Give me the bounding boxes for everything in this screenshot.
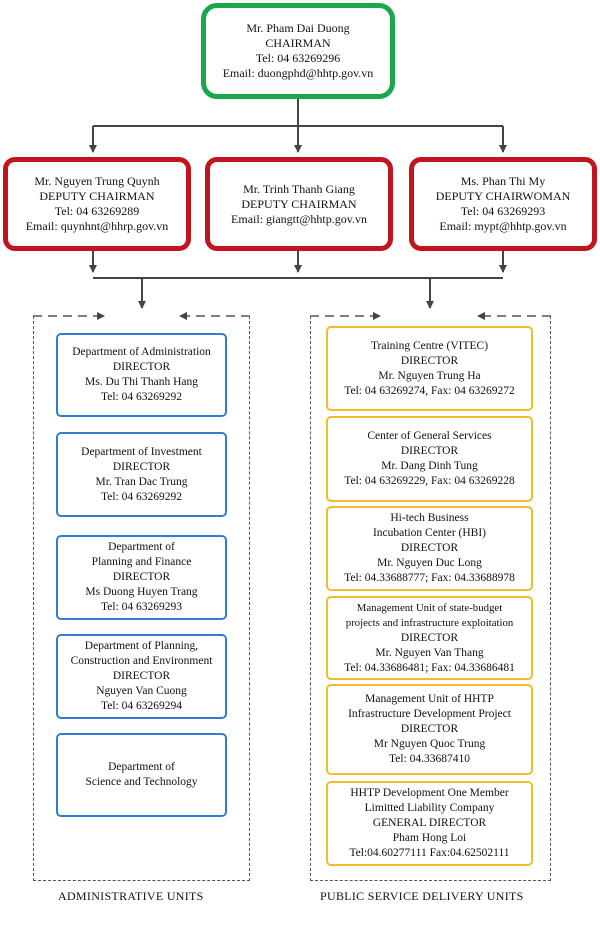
unit-line: Mr. Tran Dac Trung: [95, 475, 188, 488]
unit-line: Mr. Nguyen Trung Ha: [378, 369, 481, 382]
unit-line: HHTP Development One Member: [350, 787, 509, 799]
unit-line: DIRECTOR: [400, 542, 459, 554]
unit-line: Science and Technology: [85, 776, 198, 788]
admin-unit-box: Department of Planning and Finance DIREC…: [56, 535, 227, 620]
unit-line: Mr. Dang Dinh Tung: [381, 460, 478, 472]
unit-line: DIRECTOR: [112, 361, 171, 373]
unit-line: Construction and Environment: [70, 655, 213, 667]
chairman-title: CHAIRMAN: [265, 36, 331, 50]
administrative-units-caption: ADMINISTRATIVE UNITS: [58, 889, 204, 903]
unit-line: Tel: 04.33686481; Fax: 04.33686481: [344, 661, 515, 674]
deputy-name: Mr. Trinh Thanh Giang: [243, 181, 355, 196]
unit-line: DIRECTOR: [112, 460, 171, 473]
public-unit-box: Management Unit of HHTP Infrastructure D…: [326, 684, 533, 775]
unit-line: Planning and Finance: [91, 556, 192, 568]
chairman-tel: Tel: 04 63269296: [255, 51, 341, 65]
unit-line: Mr. Nguyen Duc Long: [377, 557, 482, 569]
admin-unit-box: Department of Planning, Construction and…: [56, 634, 227, 719]
admin-unit-box: Department of Investment DIRECTOR Mr. Tr…: [56, 432, 227, 517]
unit-line: DIRECTOR: [400, 445, 459, 457]
admin-unit-box: Department of Administration DIRECTOR Ms…: [56, 333, 227, 417]
administrative-units-group: [33, 316, 250, 881]
unit-line: Department of Planning,: [84, 640, 199, 652]
unit-line: Center of General Services: [367, 430, 492, 442]
unit-line: Tel: 04 63269229, Fax: 04 63269228: [344, 475, 515, 487]
deputy-email: Email: giangtt@hhtp.gov.vn: [231, 211, 367, 226]
unit-line: DIRECTOR: [112, 670, 171, 682]
unit-line: Incubation Center (HBI): [372, 527, 487, 539]
unit-line: Tel: 04 63269292: [101, 490, 182, 503]
public-service-units-caption: PUBLIC SERVICE DELIVERY UNITS: [320, 889, 524, 903]
unit-line: Ms. Du Thi Thanh Hang: [85, 376, 198, 388]
deputy-title: DEPUTY CHAIRWOMAN: [435, 189, 571, 203]
chairman-email: Email: duongphd@hhtp.gov.vn: [222, 66, 374, 80]
unit-line: Management Unit of HHTP: [365, 693, 494, 705]
unit-line: Training Centre (VITEC): [370, 339, 489, 352]
unit-line: Department of Investment: [81, 445, 202, 458]
unit-line: Tel: 04 63269292: [101, 391, 182, 403]
admin-unit-box: Department of Science and Technology: [56, 733, 227, 817]
deputy-box-2: Mr. Trinh Thanh Giang DEPUTY CHAIRMAN Em…: [205, 157, 393, 251]
deputy-name: Ms. Phan Thi My: [460, 174, 546, 188]
deputy-tel: Tel: 04 63269293: [460, 204, 546, 218]
unit-line: Nguyen Van Cuong: [96, 685, 187, 697]
unit-line: DIRECTOR: [400, 723, 459, 735]
chairman-box: Mr. Pham Dai Duong CHAIRMAN Tel: 04 6326…: [201, 3, 395, 99]
public-unit-box: Hi-tech Business Incubation Center (HBI)…: [326, 506, 533, 591]
public-service-units-group: [310, 316, 551, 881]
unit-line: Tel: 04.33687410: [389, 753, 470, 765]
public-unit-box: Training Centre (VITEC) DIRECTOR Mr. Ngu…: [326, 326, 533, 411]
unit-line: Mr Nguyen Quoc Trung: [373, 738, 486, 750]
unit-line: Hi-tech Business: [390, 512, 469, 524]
unit-line: GENERAL DIRECTOR: [372, 817, 487, 829]
unit-line: projects and infrastructure exploitation: [345, 616, 514, 629]
unit-line: Department of Administration: [72, 346, 211, 358]
unit-line: Tel: 04.33688777; Fax: 04.33688978: [344, 572, 515, 584]
unit-line: Infrastructure Development Project: [348, 708, 511, 720]
unit-line: DIRECTOR: [400, 354, 459, 367]
unit-line: Tel:04.60277111 Fax:04.62502111: [349, 847, 510, 859]
unit-line: Management Unit of state-budget: [356, 601, 503, 614]
unit-line: Mr. Nguyen Van Thang: [375, 646, 484, 659]
public-unit-box: HHTP Development One Member Limitted Lia…: [326, 781, 533, 866]
public-unit-box: Center of General Services DIRECTOR Mr. …: [326, 416, 533, 502]
chairman-name: Mr. Pham Dai Duong: [246, 21, 350, 35]
unit-line: DIRECTOR: [400, 631, 459, 644]
public-unit-box: Management Unit of state-budget projects…: [326, 596, 533, 680]
unit-line: Tel: 04 63269274, Fax: 04 63269272: [344, 384, 515, 397]
deputy-name: Mr. Nguyen Trung Quynh: [34, 174, 160, 188]
unit-line: Pham Hong Loi: [392, 832, 467, 844]
unit-line: DIRECTOR: [112, 571, 171, 583]
deputy-email: Email: mypt@hhtp.gov.vn: [439, 219, 567, 233]
deputy-email: Email: quynhnt@hhrp.gov.vn: [25, 219, 169, 233]
unit-line: Ms Duong Huyen Trang: [85, 586, 198, 598]
deputy-title: DEPUTY CHAIRMAN: [39, 189, 155, 203]
deputy-box-1: Mr. Nguyen Trung Quynh DEPUTY CHAIRMAN T…: [3, 157, 191, 251]
unit-line: Tel: 04 63269293: [101, 601, 182, 613]
unit-line: Tel: 04 63269294: [101, 700, 182, 712]
deputy-box-3: Ms. Phan Thi My DEPUTY CHAIRWOMAN Tel: 0…: [409, 157, 597, 251]
unit-line: Department of: [108, 761, 175, 773]
deputy-title: DEPUTY CHAIRMAN: [241, 196, 357, 211]
unit-line: Department of: [108, 541, 175, 553]
deputy-tel: Tel: 04 63269289: [54, 204, 140, 218]
unit-line: Limitted Liability Company: [364, 802, 495, 814]
